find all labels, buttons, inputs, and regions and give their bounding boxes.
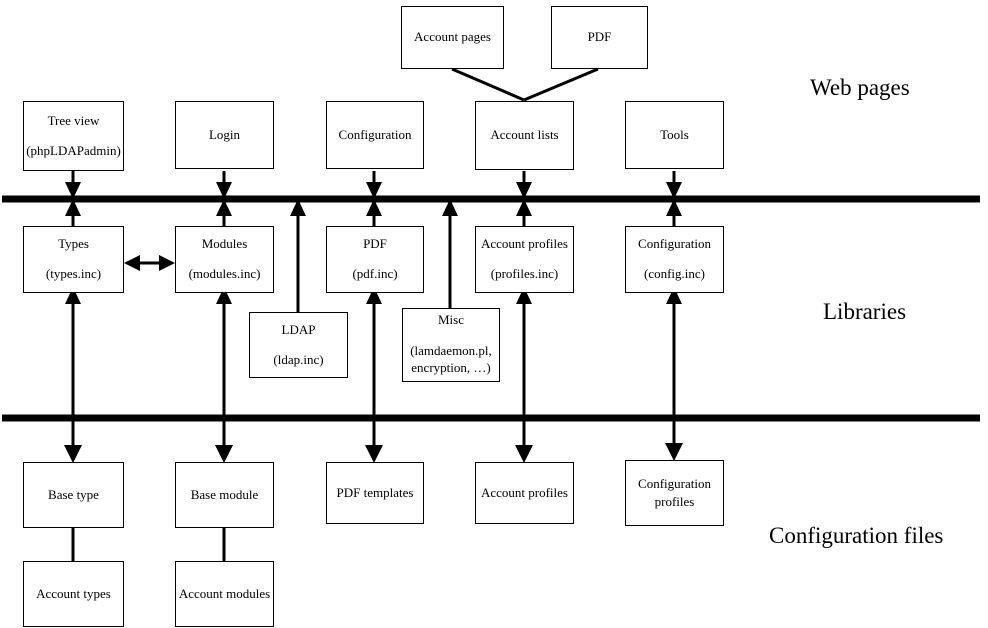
connector-modules-down-to-bus2 [216, 287, 232, 431]
node-configuration-profiles-file-label: Configuration [638, 475, 711, 491]
connector-bus2-to-base-type [64, 418, 82, 463]
node-profiles-lib-sublabel: (profiles.inc) [490, 266, 559, 281]
node-profiles-lib-label: Account profiles [480, 236, 568, 252]
node-base-module[interactable]: Base module [175, 462, 274, 528]
connector-pdf-lib-up [366, 199, 382, 226]
node-login-label: Login [208, 126, 241, 142]
node-ldap-lib-sublabel: (ldap.inc) [273, 351, 324, 367]
connector-config-lib-down-to-bus2 [666, 287, 682, 431]
connector-profiles-lib-up [516, 199, 532, 226]
connector-types-modules-bidirectional [124, 255, 175, 271]
node-account-pages[interactable]: Account pages [401, 6, 504, 69]
node-types-lib[interactable]: Types (types.inc) [23, 226, 124, 293]
node-login[interactable]: Login [175, 101, 274, 169]
node-account-lists-label: Account lists [490, 127, 559, 143]
node-modules-lib-label: Modules [201, 236, 248, 252]
zone-label-libraries: Libraries [823, 299, 907, 324]
connector-misc-lib-up [442, 199, 458, 308]
node-pdf-templates-label: PDF templates [336, 484, 414, 500]
node-base-type[interactable]: Base type [23, 462, 124, 528]
node-types-lib-label: Types [58, 236, 89, 252]
connector-types-up [65, 199, 81, 226]
connector-bus2-to-account-profiles-file [515, 418, 533, 463]
node-config-lib-label: Configuration [638, 236, 711, 252]
node-tree-view-sublabel: (phpLDAPadmin) [26, 142, 121, 158]
node-config-lib-sublabel: (config.inc) [643, 266, 705, 281]
node-ldap-lib-label: LDAP [281, 321, 316, 337]
connector-pdf-lib-down-to-bus2 [366, 287, 382, 431]
node-account-profiles-file[interactable]: Account profiles [475, 462, 574, 524]
node-base-module-label: Base module [190, 486, 259, 502]
node-tools-label: Tools [660, 126, 689, 142]
connector-pdf-to-account-lists [523, 67, 599, 102]
node-account-types-label: Account types [36, 585, 111, 601]
connector-profiles-lib-down-to-bus2 [516, 287, 532, 431]
node-tree-view-label: Tree view [47, 112, 100, 128]
node-pdf-source-label: PDF [587, 29, 612, 45]
node-types-lib-sublabel: (types.inc) [45, 266, 102, 281]
connector-bus2-to-configuration-profiles-file [665, 418, 683, 461]
connector-account-pages-to-account-lists [451, 67, 525, 102]
node-account-modules-label: Account modules [178, 585, 271, 601]
node-account-modules[interactable]: Account modules [175, 561, 274, 627]
node-config-lib[interactable]: Configuration (config.inc) [625, 226, 724, 293]
connector-configuration-page-down [366, 171, 382, 199]
node-configuration-page-label: Configuration [338, 126, 412, 142]
node-configuration-profiles-file-sublabel: profiles [654, 493, 695, 509]
connector-bus2-to-pdf-templates [365, 418, 383, 463]
zone-label-web-pages: Web pages [810, 75, 910, 100]
connector-bus2-to-base-module [215, 418, 233, 463]
node-misc-lib-label: Misc [438, 312, 464, 327]
node-pdf-templates[interactable]: PDF templates [326, 462, 424, 524]
node-configuration-page[interactable]: Configuration [326, 101, 424, 169]
node-pdf-lib-label: PDF [363, 236, 387, 252]
node-account-profiles-file-label: Account profiles [480, 484, 568, 500]
node-misc-lib-sublabel: (lamdaemon.pl, [410, 342, 492, 358]
node-pdf-lib-sublabel: (pdf.inc) [352, 266, 398, 281]
node-ldap-lib[interactable]: LDAP (ldap.inc) [249, 312, 348, 378]
connector-account-lists-down [516, 171, 532, 199]
node-tree-view[interactable]: Tree view (phpLDAPadmin) [23, 101, 124, 171]
node-modules-lib[interactable]: Modules (modules.inc) [175, 226, 274, 293]
node-configuration-profiles-file[interactable]: Configuration profiles [625, 460, 724, 526]
zone-label-configuration-files: Configuration files [769, 523, 944, 548]
connector-config-lib-up [666, 199, 682, 226]
connector-tree-view-down [65, 171, 81, 199]
connector-login-down [216, 171, 232, 199]
node-pdf-lib[interactable]: PDF (pdf.inc) [326, 226, 424, 293]
node-pdf-source[interactable]: PDF [551, 6, 648, 69]
node-account-lists[interactable]: Account lists [475, 101, 574, 170]
connector-tools-down [666, 171, 682, 199]
node-misc-lib[interactable]: Misc (lamdaemon.pl, encryption, …) [402, 308, 500, 382]
connector-types-down-to-bus2 [65, 287, 81, 431]
node-account-types[interactable]: Account types [23, 561, 124, 627]
node-base-type-label: Base type [48, 486, 99, 502]
node-modules-lib-sublabel: (modules.inc) [188, 266, 261, 281]
node-misc-lib-sublabel-2: encryption, …) [411, 359, 491, 375]
connector-ldap-lib-up [290, 199, 306, 312]
connector-modules-up [216, 199, 232, 226]
node-profiles-lib[interactable]: Account profiles (profiles.inc) [475, 226, 574, 293]
node-account-pages-label: Account pages [414, 29, 491, 45]
node-tools[interactable]: Tools [625, 101, 724, 169]
